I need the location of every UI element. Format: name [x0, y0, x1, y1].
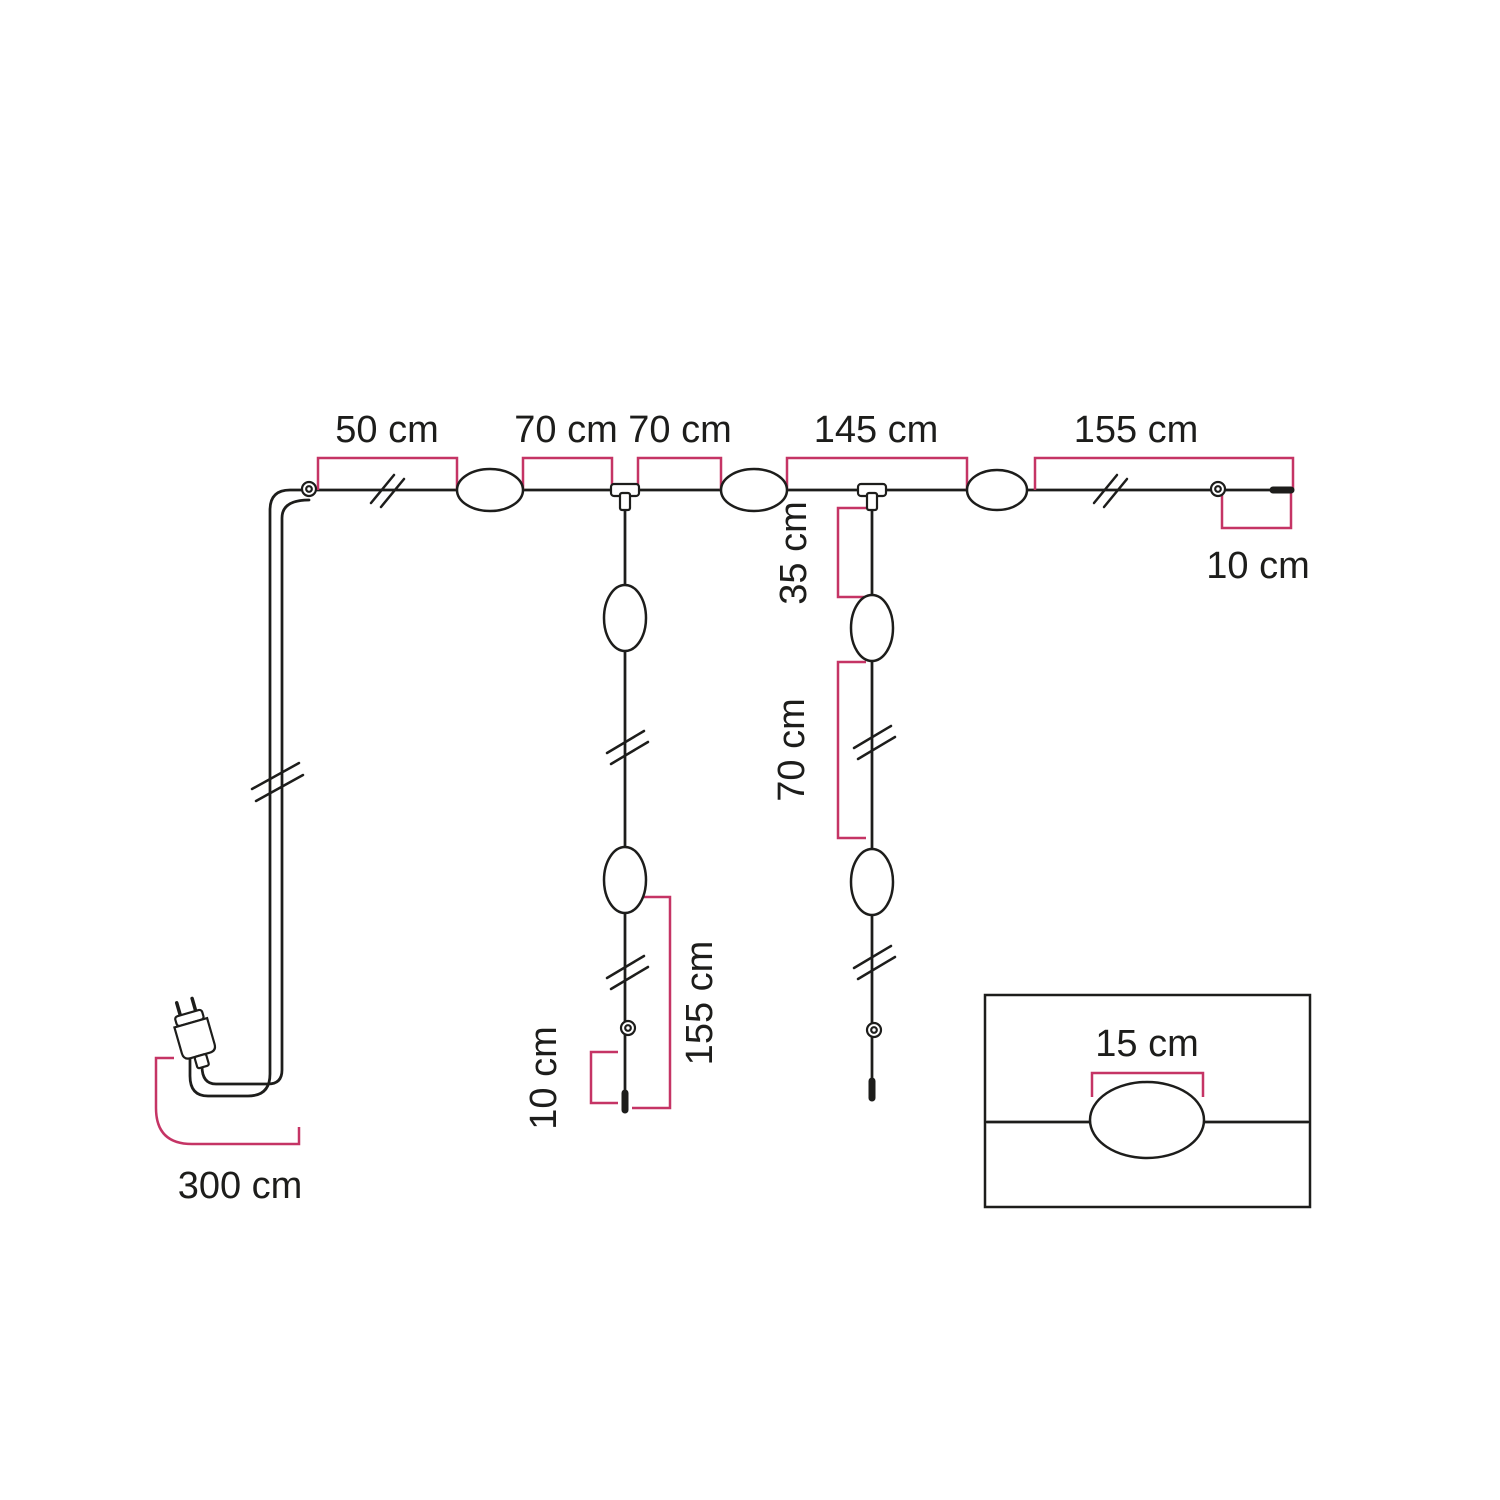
- dimension-label-70cm-a: 70 cm: [514, 409, 617, 451]
- cable-break-mark: [852, 944, 897, 981]
- dimension-bracket-70cm-b: [636, 456, 723, 490]
- cable-break-mark: [605, 954, 650, 991]
- lamp-ellipse: [455, 467, 525, 513]
- dimension-label-pendant2-70cm: 70 cm: [771, 698, 813, 801]
- hook-eyelet: [300, 480, 318, 498]
- cable-break-mark: [852, 724, 897, 761]
- lamp-ellipse: [602, 845, 648, 915]
- inset-lamp-ellipse: [1088, 1080, 1206, 1160]
- supply-cable-inner-line: [200, 498, 311, 1086]
- dimension-bracket-pendant1-155cm: [632, 895, 672, 1110]
- dimension-label-155cm: 155 cm: [1074, 409, 1199, 451]
- dimension-label-145cm: 145 cm: [814, 409, 939, 451]
- dimension-label-pendant1-10cm: 10 cm: [523, 1026, 565, 1129]
- cable-break-mark: [250, 761, 305, 803]
- lamp-ellipse: [849, 593, 895, 663]
- cable-break-mark: [1092, 473, 1129, 509]
- cable-break-mark: [605, 729, 650, 766]
- dimension-bracket-145cm: [785, 456, 969, 490]
- cable-break-mark: [369, 473, 406, 509]
- lamp-ellipse: [602, 583, 648, 653]
- dimension-path-supply-300cm: [154, 1056, 301, 1146]
- hook-eyelet: [619, 1019, 637, 1037]
- lamp-ellipse: [849, 847, 895, 917]
- plug-neck: [193, 1053, 210, 1070]
- t-junction-connector: [609, 482, 641, 512]
- t-junction-stub: [618, 491, 632, 512]
- inset-dimension-bracket-15cm: [1090, 1071, 1205, 1097]
- lamp-ellipse: [965, 468, 1029, 512]
- dimension-label-right-end-10cm: 10 cm: [1206, 545, 1309, 587]
- dimension-label-inset-15cm: 15 cm: [1095, 1023, 1198, 1065]
- main-cable-and-supply-run: [188, 488, 1294, 1098]
- dimension-bracket-pendant2-70cm: [836, 660, 866, 840]
- dimension-bracket-50cm: [316, 456, 459, 490]
- lamp-ellipse: [719, 467, 789, 513]
- power-plug: [173, 996, 217, 1070]
- dimension-label-pendant2-35cm: 35 cm: [773, 501, 815, 604]
- dimension-bracket-70cm-a: [521, 456, 614, 490]
- detail-inset-box: 15 cm: [983, 993, 1312, 1209]
- dimension-bracket-155cm: [1033, 456, 1295, 490]
- plug-body: [173, 1016, 217, 1060]
- t-junction-connector: [856, 482, 888, 512]
- hook-eyelet: [865, 1021, 883, 1039]
- t-junction-stub: [865, 491, 879, 512]
- dimension-bracket-pendant2-35cm: [836, 506, 866, 599]
- dimension-bracket-right-end-10cm: [1220, 493, 1293, 530]
- dimension-label-50cm: 50 cm: [335, 409, 438, 451]
- dimension-label-pendant1-155cm: 155 cm: [679, 941, 721, 1066]
- dimension-label-supply-300cm: 300 cm: [178, 1165, 303, 1207]
- hook-eyelet: [1209, 480, 1227, 498]
- dimension-label-70cm-b: 70 cm: [628, 409, 731, 451]
- dimension-bracket-pendant1-10cm: [589, 1050, 618, 1105]
